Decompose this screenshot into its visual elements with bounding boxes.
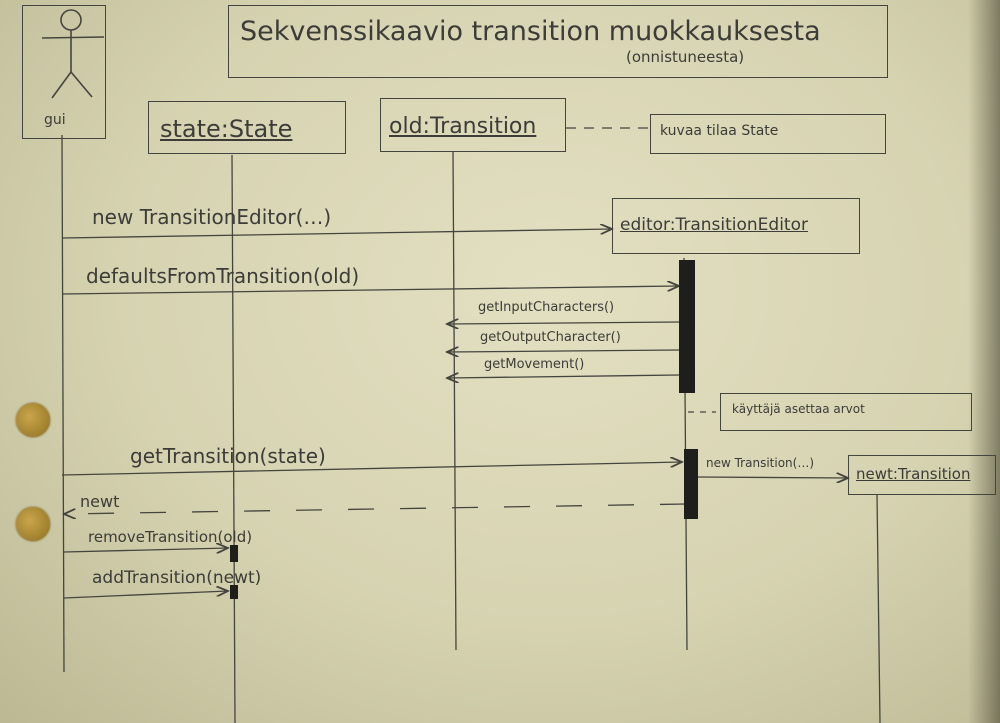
note-box-user-edits (720, 393, 972, 431)
msg-arrow-get-transition (61, 462, 682, 476)
activation-state-1 (230, 545, 238, 562)
participant-box-old (380, 98, 566, 152)
msg-label-get-movement: getMovement() (484, 357, 585, 372)
diagram-title-box (228, 5, 888, 78)
msg-label-get-input: getInputCharacters() (478, 300, 615, 315)
lifeline-old (452, 151, 457, 651)
msg-arrow-defaults (61, 286, 679, 295)
msg-label-new-transition: new Transition(…) (706, 456, 815, 470)
punch-hole-upper (16, 403, 50, 437)
msg-arrow-add (63, 591, 228, 599)
msg-label-new-editor: new TransitionEditor(…) (92, 205, 332, 229)
note-box-describes-state (650, 114, 886, 154)
actor-box-gui (22, 5, 106, 139)
participant-box-editor (612, 198, 860, 254)
actor-stick-figure (41, 9, 105, 99)
diagram-subtitle: (onnistuneesta) (626, 48, 745, 66)
actor-label-gui: gui (44, 112, 66, 128)
note-describes-state: kuvaa tilaa State (660, 123, 779, 139)
msg-label-add: addTransition(newt) (92, 568, 262, 588)
msg-label-remove: removeTransition(old) (88, 528, 253, 546)
punch-hole-lower (16, 507, 50, 541)
msg-label-get-output: getOutputCharacter() (480, 330, 621, 345)
diagram-title: Sekvenssikaavio transition muokkauksesta (240, 16, 821, 47)
lifeline-newt (876, 494, 881, 723)
participant-box-state (148, 101, 346, 154)
participant-label-newt: newt:Transition (856, 465, 971, 483)
activation-editor-1 (679, 260, 695, 393)
lifeline-gui (61, 134, 65, 673)
msg-arrow-get-output (447, 350, 681, 352)
participant-label-state: state:State (160, 115, 293, 143)
msg-label-return-newt: newt (80, 492, 120, 511)
msg-arrow-new-transition (697, 477, 848, 478)
msg-label-get-transition: getTransition(state) (130, 444, 326, 468)
page-edge-shadow (968, 0, 1000, 723)
msg-arrow-remove (63, 548, 228, 552)
activation-editor-2 (684, 449, 698, 519)
msg-arrow-return-newt (64, 503, 687, 514)
lifeline-state (231, 154, 236, 723)
participant-box-newt (848, 455, 996, 495)
note-user-edits: käyttäjä asettaa arvot (732, 402, 865, 416)
msg-label-defaults: defaultsFromTransition(old) (86, 264, 360, 288)
activation-state-2 (230, 585, 238, 599)
msg-arrow-get-input (447, 322, 681, 324)
participant-label-old: old:Transition (389, 114, 537, 139)
participant-label-editor: editor:TransitionEditor (620, 215, 808, 235)
msg-arrow-new-editor (61, 229, 612, 239)
msg-arrow-get-movement (447, 375, 681, 378)
